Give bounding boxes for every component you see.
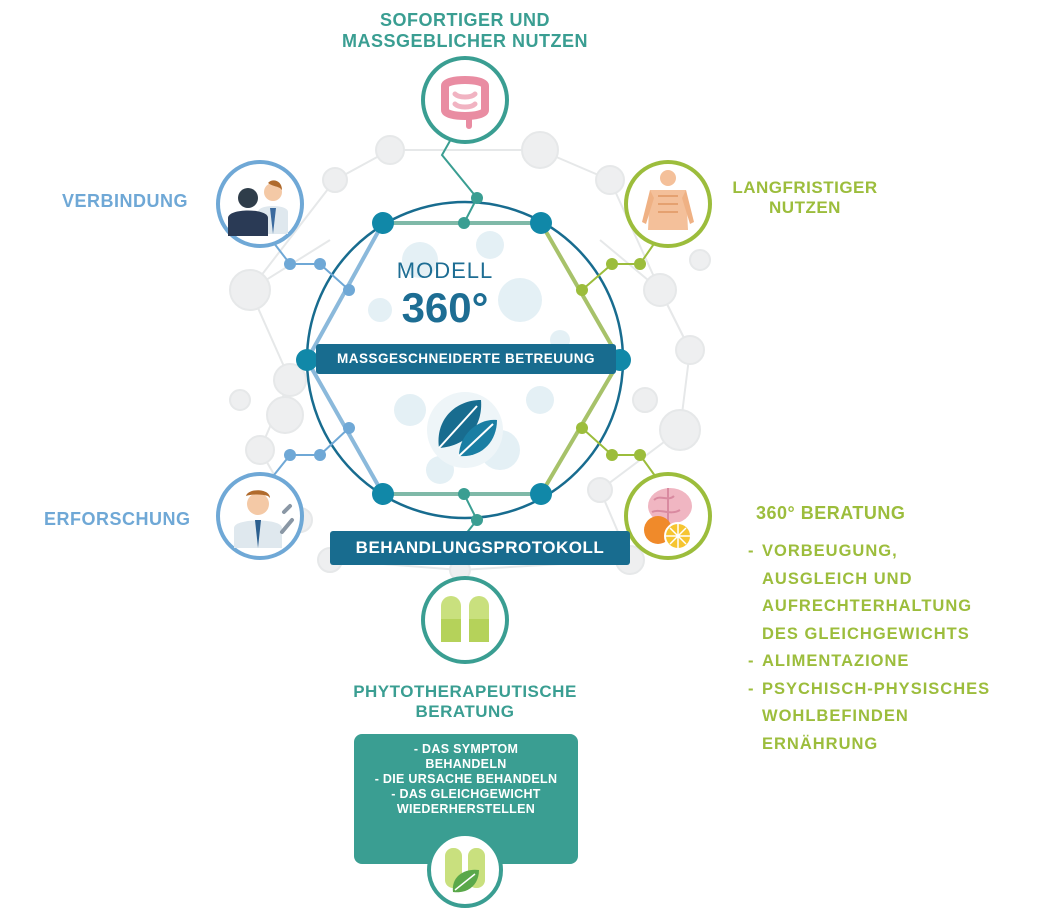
capsules-icon	[421, 576, 509, 664]
label-langfristig-line1: LANGFRISTIGER	[732, 178, 878, 197]
intestine-icon	[421, 56, 509, 144]
doctor-patient-icon	[216, 160, 304, 248]
beratung-list-text: ALIMENTAZIONE	[762, 652, 910, 670]
label-top-line2: MAßGEBLICHER NUTZEN	[341, 31, 588, 51]
phyto-box: - DAS SYMPTOM BEHANDELN - DIE URSACHE BE…	[354, 734, 578, 864]
label-phyto-line2: BERATUNG	[415, 702, 515, 721]
label-phyto: PHYTOTHERAPEUTISCHE BERATUNG	[330, 682, 600, 722]
beratung-list-text: AUFRECHTERHALTUNG	[762, 597, 973, 615]
beratung-list-item: -ALIMENTAZIONE	[748, 648, 1038, 676]
researcher-icon	[216, 472, 304, 560]
center-banner: MASSGESCHNEIDERTE BETREUUNG	[316, 344, 616, 374]
phyto-box-line: BEHANDELN	[425, 757, 507, 771]
brain-fruit-icon	[624, 472, 712, 560]
protocol-banner: BEHANDLUNGSPROTOKOLL	[330, 531, 630, 565]
beratung-list-text: WOHLBEFINDEN	[762, 707, 909, 725]
label-langfristig: LANGFRISTIGER NUTZEN	[720, 178, 890, 218]
label-beratung-title: 360° BERATUNG	[756, 503, 906, 523]
center-modell: MODELL	[396, 258, 494, 283]
beratung-list-text: ERNÄHRUNG	[762, 734, 879, 753]
beratung-list-item: -PSYCHISCH-PHYSISCHES WOHLBEFINDEN ERNÄH…	[748, 676, 1038, 759]
phyto-box-line: - DAS GLEICHGEWICHT	[391, 787, 541, 801]
beratung-list: -VORBEUGUNG, AUSGLEICH UND AUFRECHTERHAL…	[748, 538, 1038, 758]
beratung-list-text: AUSGLEICH UND	[762, 569, 913, 588]
capsule-leaf-icon	[427, 832, 503, 908]
leaves-icon	[427, 392, 503, 468]
phyto-box-line: - DAS SYMPTOM	[413, 742, 519, 756]
label-erforschung: ERFORSCHUNG	[44, 509, 191, 529]
phyto-box-line: WIEDERHERSTELLEN	[396, 802, 536, 816]
label-top: SOFORTIGER UND MAßGEBLICHER NUTZEN	[330, 10, 600, 52]
label-top-line1: SOFORTIGER UND	[379, 10, 550, 30]
label-langfristig-line2: NUTZEN	[769, 198, 841, 217]
beratung-list-text: DES GLEICHGEWICHTS	[762, 624, 970, 643]
hexagon-nodes	[296, 212, 631, 505]
center-degrees: 360°	[401, 284, 489, 331]
connector-nodes	[284, 192, 646, 526]
beratung-list-text: VORBEUGUNG,	[762, 542, 898, 560]
label-verbindung: VERBINDUNG	[62, 191, 189, 211]
label-phyto-line1: PHYTOTHERAPEUTISCHE	[353, 682, 577, 701]
human-body-icon	[624, 160, 712, 248]
beratung-list-text: PSYCHISCH-PHYSISCHES	[762, 679, 991, 698]
beratung-list-item: -VORBEUGUNG, AUSGLEICH UND AUFRECHTERHAL…	[748, 538, 1038, 648]
phyto-box-line: - DIE URSACHE BEHANDELN	[374, 772, 558, 786]
